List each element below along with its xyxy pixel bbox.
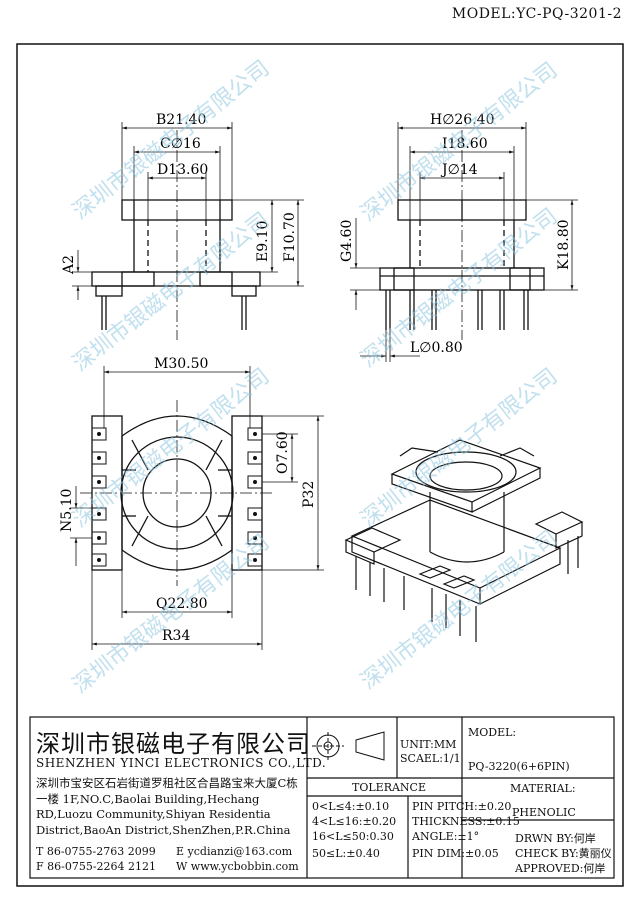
dim-p: P32 xyxy=(301,481,317,508)
tol-4: 50≤L:±0.40 xyxy=(312,847,380,860)
dim-c: C∅16 xyxy=(160,136,201,152)
model-label: MODEL: xyxy=(468,726,517,739)
contact-email: E ycdianzi@163.com xyxy=(176,845,293,858)
dim-q: Q22.80 xyxy=(156,596,208,612)
dim-b: B21.40 xyxy=(156,112,206,128)
dim-j: J∅14 xyxy=(440,162,478,178)
dim-a: A2 xyxy=(61,255,77,275)
spec-4: PIN DIM:±0.05 xyxy=(412,847,499,860)
sheet-border xyxy=(16,43,624,887)
svg-text:深圳市银磁电子有限公司: 深圳市银磁电子有限公司 xyxy=(356,526,562,695)
svg-text:深圳市银磁电子有限公司: 深圳市银磁电子有限公司 xyxy=(356,58,562,227)
company-name-en: SHENZHEN YINCI ELECTRONICS CO.,LTD. xyxy=(36,756,327,770)
dim-e: E9.10 xyxy=(255,221,271,262)
dim-n: N5.10 xyxy=(59,489,75,532)
drawn-by: DRWN BY:何岸 xyxy=(515,832,596,845)
spec-2: THICKNESS:±0.15 xyxy=(412,815,520,828)
dim-g: G4.60 xyxy=(339,220,355,262)
top-view xyxy=(80,400,274,586)
watermarks: 深圳市银磁电子有限公司 深圳市银磁电子有限公司 深圳市银磁电子有限公司 深圳市银… xyxy=(68,56,562,699)
svg-text:深圳市银磁电子有限公司: 深圳市银磁电子有限公司 xyxy=(68,530,274,699)
spec-1: PIN PITCH:±0.20 xyxy=(412,800,512,813)
company-address: 深圳市宝安区石岩街道罗租社区合昌路宝来大厦C栋一楼 1F,NO.C,Baolai… xyxy=(36,776,298,837)
dim-i: I18.60 xyxy=(442,136,488,152)
dim-k: K18.80 xyxy=(556,219,572,270)
scale: SCAEL:1/1 xyxy=(400,752,461,765)
tol-2: 4<L≤16:±0.20 xyxy=(312,815,397,828)
projection-symbol xyxy=(312,731,385,761)
spec-3: ANGLE:±1° xyxy=(412,830,480,843)
dim-m: M30.50 xyxy=(154,356,208,372)
material-value: PHENOLIC xyxy=(512,806,576,819)
tol-3: 16<L≤50:0.30 xyxy=(312,830,394,843)
dim-f: F10.70 xyxy=(282,212,298,262)
contact-web: W www.ycbobbin.com xyxy=(176,860,299,873)
company-name-cn: 深圳市银磁电子有限公司 xyxy=(36,730,311,758)
contact-tel: T 86-0755-2763 2099 xyxy=(36,845,156,858)
front-view xyxy=(91,130,261,340)
svg-text:深圳市银磁电子有限公司: 深圳市银磁电子有限公司 xyxy=(68,364,274,533)
dim-d: D13.60 xyxy=(157,162,208,178)
dim-l: L∅0.80 xyxy=(410,340,463,356)
header-model: MODEL:YC-PQ-3201-2 xyxy=(451,6,622,22)
checked-by: CHECK BY:黄丽仪 xyxy=(515,847,612,860)
dim-r: R34 xyxy=(162,628,190,644)
model-value: PQ-3220(6+6PIN) xyxy=(468,760,570,773)
dim-o: O7.60 xyxy=(275,431,291,474)
svg-text:深圳市银磁电子有限公司: 深圳市银磁电子有限公司 xyxy=(68,208,274,377)
dim-h: H∅26.40 xyxy=(430,112,494,128)
side-view xyxy=(379,130,545,340)
isometric-view xyxy=(344,439,584,642)
title-block-grid xyxy=(29,716,615,879)
contact-fax: F 86-0755-2264 2121 xyxy=(36,860,157,873)
tol-1: 0<L≤4:±0.10 xyxy=(312,800,390,813)
tolerance-label: TOLERANCE xyxy=(352,781,426,794)
unit: UNIT:MM xyxy=(400,738,457,751)
approved-by: APPROVED:何岸 xyxy=(515,862,606,875)
material-label: MATERIAL: xyxy=(510,782,576,795)
